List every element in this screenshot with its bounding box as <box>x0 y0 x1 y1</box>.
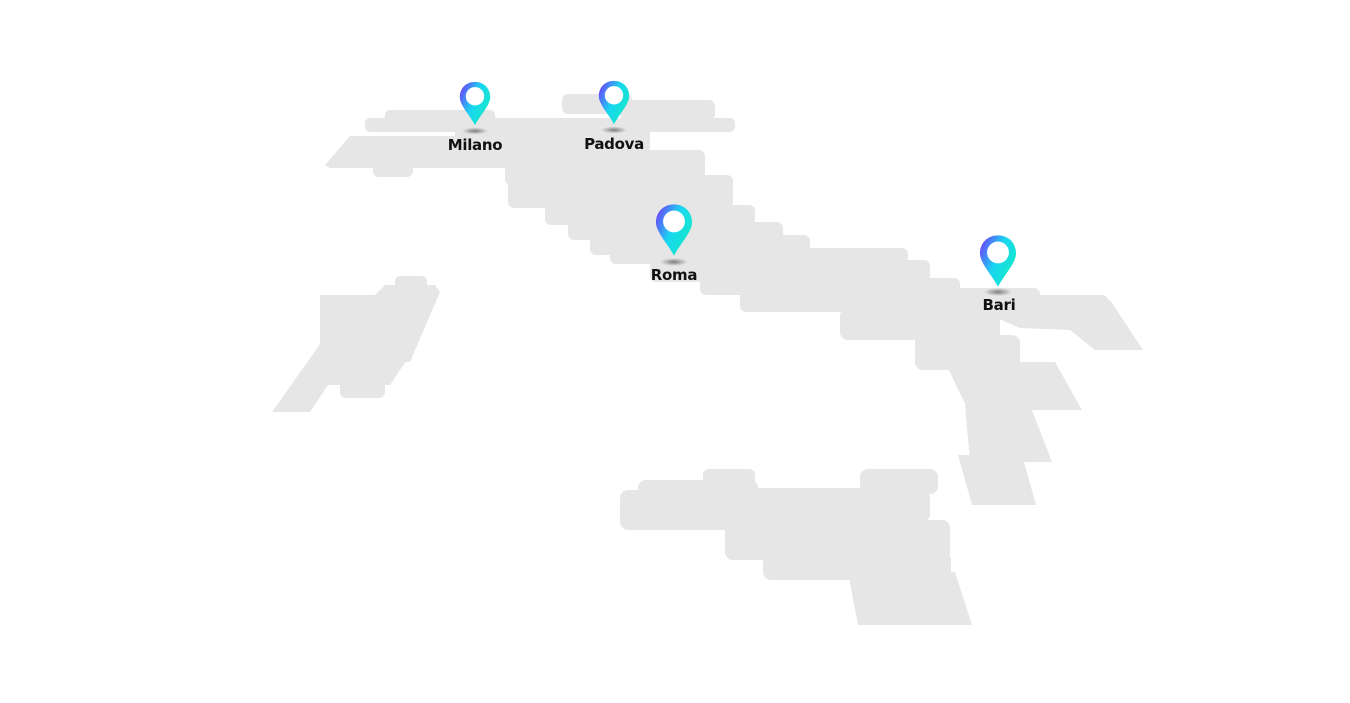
city-pin-roma[interactable]: Roma <box>651 204 698 284</box>
city-pin-bari[interactable]: Bari <box>979 235 1017 314</box>
pin-shadow <box>601 126 627 134</box>
sicily-island <box>620 469 972 625</box>
city-pin-padova[interactable]: Padova <box>584 80 644 153</box>
pin-shadow <box>462 127 488 135</box>
city-pin-milano[interactable]: Milano <box>448 81 503 154</box>
pin-shadow <box>660 258 688 266</box>
city-label-bari: Bari <box>983 296 1016 314</box>
pin-shadow <box>984 288 1012 296</box>
city-label-roma: Roma <box>651 266 697 284</box>
city-label-padova: Padova <box>584 135 644 153</box>
map-marker-icon[interactable] <box>979 235 1017 287</box>
sardinia-island <box>272 276 440 412</box>
city-label-milano: Milano <box>448 136 503 154</box>
city-pins: Milano Padova Roma Bari <box>448 80 1017 314</box>
mainland-italy <box>325 94 1143 505</box>
